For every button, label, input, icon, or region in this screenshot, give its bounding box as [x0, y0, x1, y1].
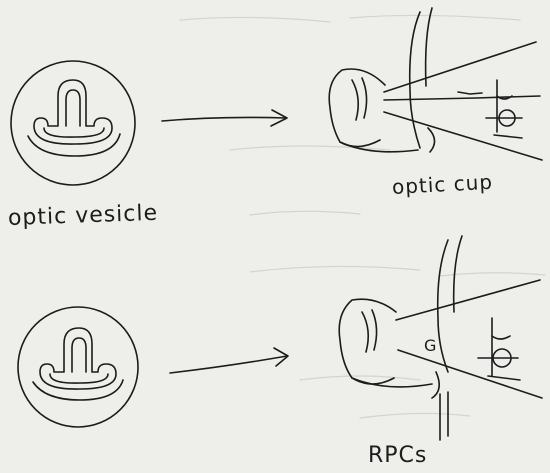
optic-vesicle-drawing-top: [11, 61, 135, 185]
arrow-bottom: [170, 348, 288, 373]
optic-vesicle-label: optic vesicle: [8, 201, 159, 231]
optic-vesicle-drawing-bottom: [18, 307, 138, 427]
ganglion-label: G: [424, 336, 437, 355]
optic-cup-drawing: [329, 8, 542, 160]
arrow-top: [162, 110, 287, 126]
rpcs-label: RPCs: [368, 443, 427, 468]
